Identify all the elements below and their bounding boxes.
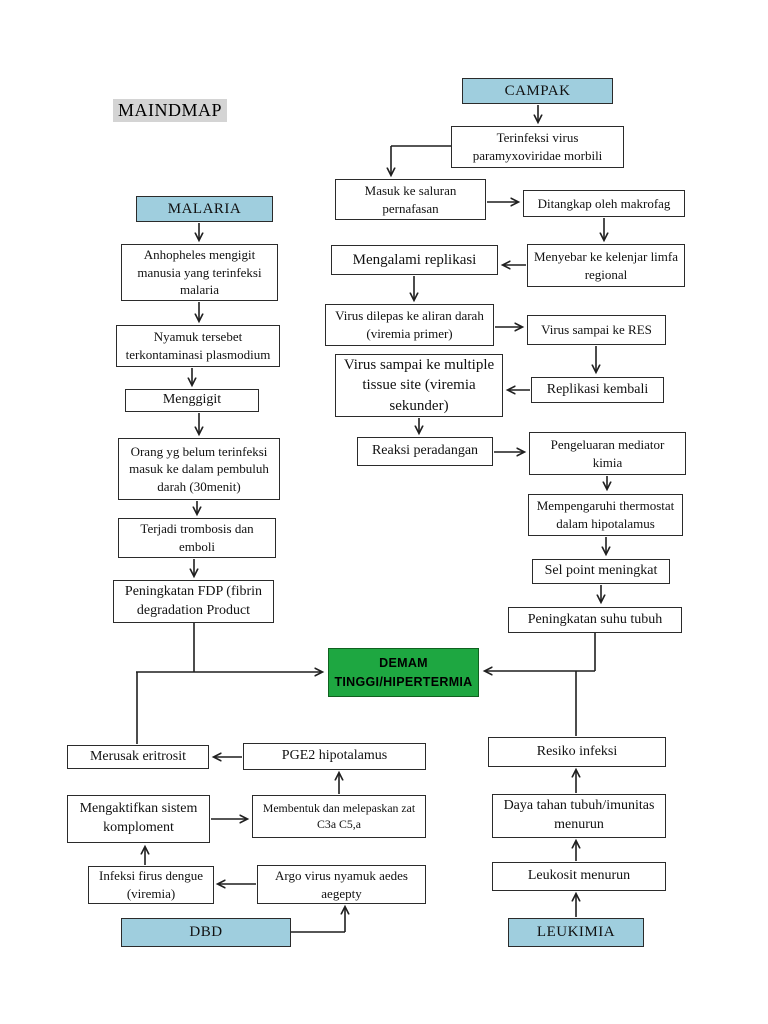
node-campak: CAMPAK — [462, 78, 613, 104]
node-ditangkap: Ditangkap oleh makrofag — [523, 190, 685, 217]
node-orang: Orang yg belum terinfeksi masuk ke dalam… — [118, 438, 280, 500]
node-suhu: Peningkatan suhu tubuh — [508, 607, 682, 633]
node-menggigit: Menggigit — [125, 389, 259, 412]
node-terinfeksi: Terinfeksi virus paramyxoviridae morbili — [451, 126, 624, 168]
node-masuk: Masuk ke saluran pernafasan — [335, 179, 486, 220]
node-anhopheles: Anhopheles mengigit manusia yang terinfe… — [121, 244, 278, 301]
node-dbd: DBD — [121, 918, 291, 947]
page-title: MAINDMAP — [113, 99, 228, 122]
node-leukimia: LEUKIMIA — [508, 918, 644, 947]
node-menyebar: Menyebar ke kelenjar limfa regional — [527, 244, 685, 287]
node-argo: Argo virus nyamuk aedes aegepty — [257, 865, 426, 904]
node-daya: Daya tahan tubuh/imunitas menurun — [492, 794, 666, 838]
node-thermostat: Mempengaruhi thermostat dalam hipotalamu… — [528, 494, 683, 536]
node-dilepas: Virus dilepas ke aliran darah (viremia p… — [325, 304, 494, 346]
node-resiko: Resiko infeksi — [488, 737, 666, 767]
node-nyamuk: Nyamuk tersebet terkontaminasi plasmodiu… — [116, 325, 280, 367]
node-trombosis: Terjadi trombosis dan emboli — [118, 518, 276, 558]
node-kembali: Replikasi kembali — [531, 377, 664, 403]
node-merusak: Merusak eritrosit — [67, 745, 209, 769]
node-membentuk: Membentuk dan melepaskan zat C3a C5,a — [252, 795, 426, 838]
node-demam: DEMAM TINGGI/HIPERTERMIA — [328, 648, 479, 697]
node-res: Virus sampai ke RES — [527, 315, 666, 345]
node-mengaktifkan: Mengaktifkan sistem komploment — [67, 795, 210, 843]
node-infeksi: Infeksi firus dengue (viremia) — [88, 866, 214, 904]
node-mediator: Pengeluaran mediator kimia — [529, 432, 686, 475]
node-malaria: MALARIA — [136, 196, 273, 222]
node-fdp: Peningkatan FDP (fibrin degradation Prod… — [113, 580, 274, 623]
node-reaksi: Reaksi peradangan — [357, 437, 493, 466]
node-multiple: Virus sampai ke multiple tissue site (vi… — [335, 354, 503, 417]
node-leukosit: Leukosit menurun — [492, 862, 666, 891]
node-selpoint: Sel point meningkat — [532, 559, 670, 584]
node-replikasi: Mengalami replikasi — [331, 245, 498, 275]
node-pge2: PGE2 hipotalamus — [243, 743, 426, 770]
